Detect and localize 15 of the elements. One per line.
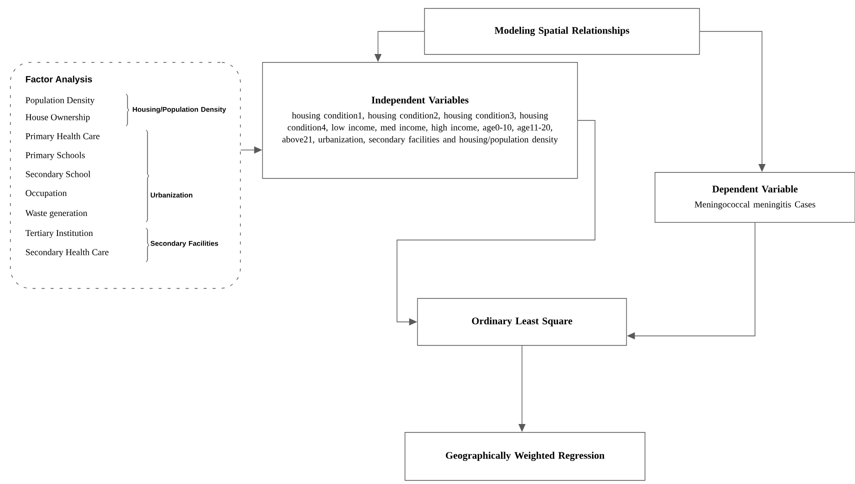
factor-item: Secondary Health Care: [26, 248, 109, 258]
process-box: Independent Variables housing condition1, housing condition2, housing condition3, housing condition4, low income, med income, high income, age0-10, age11-20, above21, urbanization, secondary facilities and housing/population density: [262, 62, 578, 179]
factor-item: Primary Health Care: [26, 132, 100, 142]
factor-item: Secondary School: [26, 170, 90, 180]
factor-item: Population Density: [26, 96, 95, 106]
process-box: Ordinary Least Square: [417, 298, 627, 346]
factor-item: Primary Schools: [26, 152, 85, 160]
process-box: Dependent Variable Meningococcal meningitis Cases: [654, 172, 855, 223]
arrow: [396, 120, 596, 326]
factor-item: House Ownership: [26, 114, 90, 122]
factor-item: Waste generation: [25, 210, 88, 218]
factor-item: Tertiary Institution: [26, 230, 93, 238]
process-box: Modeling Spatial Relationships: [424, 8, 700, 55]
factor-item: Occupation: [26, 190, 67, 198]
process-box: Geographically Weighted Regression: [404, 432, 646, 481]
